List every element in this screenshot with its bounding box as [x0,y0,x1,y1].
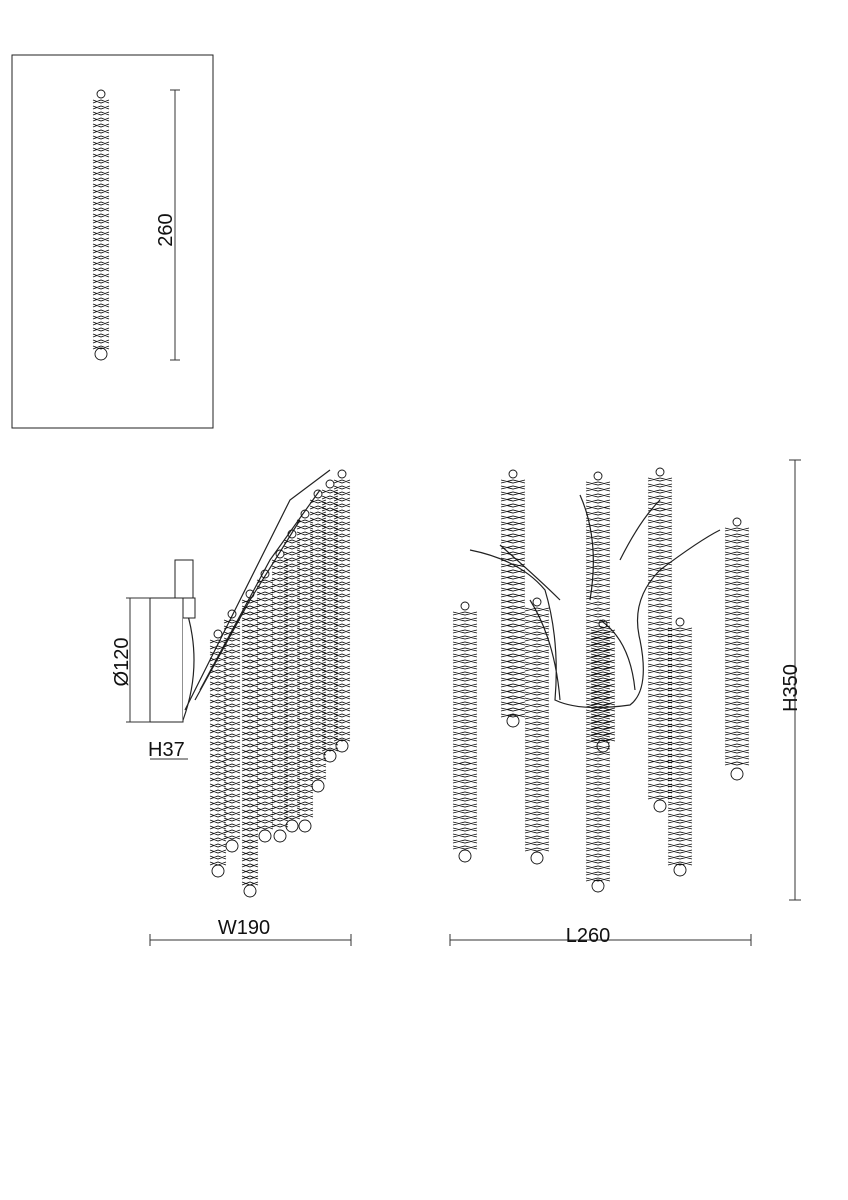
crystal-pendant [585,471,611,893]
crystal-drop-icon [211,864,225,878]
crystal-drop-icon [323,749,337,763]
crystal-drop-icon [730,767,744,781]
crystal-drop-icon [591,879,605,893]
hook-icon [598,619,608,629]
crystal-pendant [321,479,339,763]
height-label: H350 [780,664,802,712]
crystal-pendant [333,469,351,753]
detail-pendant [92,89,110,361]
crystal-pendant [296,509,314,833]
crystal-pendant [209,629,227,878]
crystal-pendant [724,517,750,781]
crystal-pendant [223,609,241,853]
hook-icon [260,569,270,579]
hook-icon [732,517,742,527]
crystal-drop-icon [335,739,349,753]
crystal-drop-icon [530,851,544,865]
crystal-drop-icon [458,849,472,863]
hook-icon [313,489,323,499]
hook-icon [460,601,470,611]
crystal-pendant [241,589,259,898]
hook-icon [96,89,106,99]
hook-icon [655,467,665,477]
crystal-pendant [283,529,301,833]
crystal-drop-icon [285,819,299,833]
crystal-drop-icon [673,863,687,877]
socket [174,559,194,599]
hook-icon [227,609,237,619]
hook-icon [275,549,285,559]
hook-icon [213,629,223,639]
crystal-pendant [309,489,327,793]
wall-plate [149,597,184,723]
crystal-drop-icon [298,819,312,833]
crystal-pendant [452,601,478,863]
crystal-pendant [256,569,274,843]
crystal-drop-icon [258,829,272,843]
crystal-drop-icon [94,347,108,361]
arm-branches [184,469,331,711]
crystal-drop-icon [311,779,325,793]
crystal-pendant [500,469,526,728]
crystal-drop-icon [506,714,520,728]
hook-icon [325,479,335,489]
detail-height-label: 260 [155,213,177,246]
hook-icon [245,589,255,599]
crystal-drop-icon [653,799,667,813]
crystal-pendant [271,549,289,843]
crystal-pendant [590,619,616,753]
base-height-label: H37 [148,739,185,761]
hook-icon [287,529,297,539]
crystal-drop-icon [596,739,610,753]
hook-icon [593,471,603,481]
crystal-drop-icon [273,829,287,843]
hook-icon [532,597,542,607]
hook-icon [508,469,518,479]
crystal-pendant [667,617,693,877]
hook-icon [300,509,310,519]
crystal-drop-icon [243,884,257,898]
hook-icon [337,469,347,479]
length-label: L260 [566,925,611,947]
crystal-pendant [92,89,110,361]
detail-frame [11,54,214,429]
diameter-label: Ø120 [111,638,133,687]
front-view: L260 H350 [449,459,802,947]
side-view: Ø120 H37 W190 [111,469,352,946]
socket-joint [182,597,196,619]
crystal-drop-icon [225,839,239,853]
width-label: W190 [218,917,270,939]
crystal-pendant [647,467,673,813]
crystal-pendant [524,597,550,865]
hook-icon [675,617,685,627]
